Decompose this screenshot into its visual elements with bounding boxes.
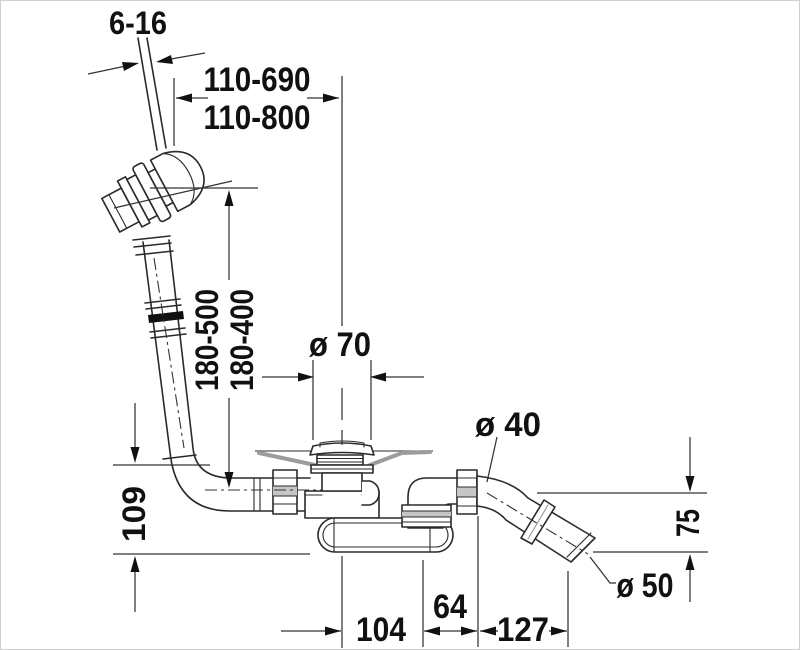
cable-length-min-label: 110-690 bbox=[204, 61, 311, 99]
outlet-drop-label: 75 bbox=[670, 509, 706, 537]
dia50-leader bbox=[589, 556, 616, 584]
length-outlet-label: 127 bbox=[497, 611, 549, 649]
outlet-pipe-45 bbox=[476, 475, 596, 563]
hose-seal-band bbox=[148, 311, 184, 323]
length-trap-label: 104 bbox=[356, 611, 406, 649]
union-nut bbox=[456, 469, 478, 515]
cable-travel-label: 6-16 bbox=[109, 5, 167, 41]
hose-nut bbox=[272, 469, 298, 515]
height-under-tub-label: 109 bbox=[116, 486, 152, 542]
extension-lines bbox=[113, 76, 708, 648]
bowden-cable bbox=[137, 37, 167, 151]
elbow-diameter-label: ø 40 bbox=[475, 406, 541, 444]
dia40-leader bbox=[486, 436, 498, 483]
drain-plug bbox=[309, 440, 375, 474]
center-lines bbox=[153, 257, 589, 555]
outlet-elbow bbox=[401, 477, 459, 529]
dimension-lines bbox=[87, 52, 691, 632]
overflow-height-b-label: 180-400 bbox=[224, 289, 260, 391]
drain-tee-body bbox=[304, 472, 380, 519]
length-elbow-label: 64 bbox=[433, 588, 467, 626]
outlet-diameter-label: ø 50 bbox=[617, 567, 674, 605]
knob-axis-line bbox=[113, 180, 233, 209]
overflow-height-a-label: 180-500 bbox=[189, 289, 225, 391]
cable-length-max-label: 110-800 bbox=[204, 99, 311, 137]
dimension-arrowheads bbox=[122, 55, 695, 636]
overflow-hose bbox=[132, 235, 311, 512]
flange-diameter-label: ø 70 bbox=[309, 326, 371, 364]
